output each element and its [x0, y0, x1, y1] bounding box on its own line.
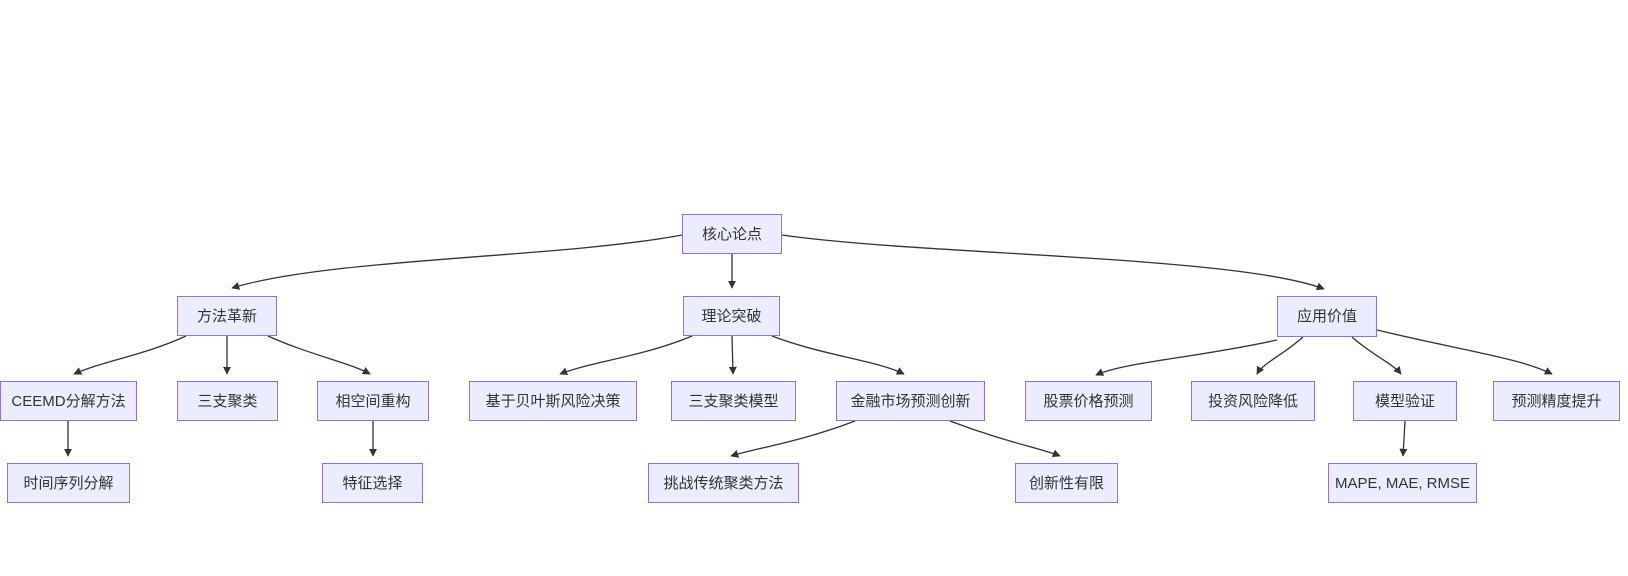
node-core-argument: 核心论点	[682, 214, 782, 254]
node-three-way-clustering: 三支聚类	[177, 381, 278, 421]
edge-core-application	[781, 234, 1325, 291]
edge-application-validation	[1351, 336, 1402, 375]
edge-application-stock	[1095, 339, 1278, 376]
edge-finmarket-challenge	[730, 420, 856, 458]
node-model-validation: 模型验证	[1353, 381, 1457, 421]
edge-method-phasespace	[267, 335, 371, 375]
node-method-innovation: 方法革新	[177, 296, 277, 336]
edge-application-risk	[1256, 336, 1304, 375]
edge-theory-bayes	[559, 335, 693, 376]
edge-application-precision	[1376, 329, 1553, 375]
edge-validation-metrics	[1399, 420, 1408, 457]
edge-theory-finmarket	[771, 335, 905, 375]
edge-core-method	[231, 234, 683, 290]
node-feature-selection: 特征选择	[322, 463, 423, 503]
node-investment-risk-reduction: 投资风险降低	[1191, 381, 1315, 421]
node-evaluation-metrics: MAPE, MAE, RMSE	[1328, 463, 1477, 503]
node-three-way-clustering-model: 三支聚类模型	[671, 381, 796, 421]
node-theory-breakthrough: 理论突破	[683, 296, 780, 336]
node-time-series-decomposition: 时间序列分解	[7, 463, 130, 503]
node-prediction-precision-improvement: 预测精度提升	[1493, 381, 1620, 421]
node-application-value: 应用价值	[1277, 296, 1377, 337]
node-phase-space-reconstruction: 相空间重构	[317, 381, 429, 421]
edge-theory-twcmodel	[728, 335, 737, 375]
node-challenge-traditional-clustering: 挑战传统聚类方法	[648, 463, 799, 503]
node-bayes-risk-decision: 基于贝叶斯风险决策	[469, 381, 637, 421]
node-ceemd-decomposition: CEEMD分解方法	[0, 381, 137, 421]
edge-finmarket-limited	[949, 420, 1061, 458]
node-limited-innovation: 创新性有限	[1015, 463, 1118, 503]
edge-method-ceemd	[73, 335, 187, 375]
node-stock-price-prediction: 股票价格预测	[1025, 381, 1152, 421]
node-financial-market-innovation: 金融市场预测创新	[836, 381, 985, 421]
